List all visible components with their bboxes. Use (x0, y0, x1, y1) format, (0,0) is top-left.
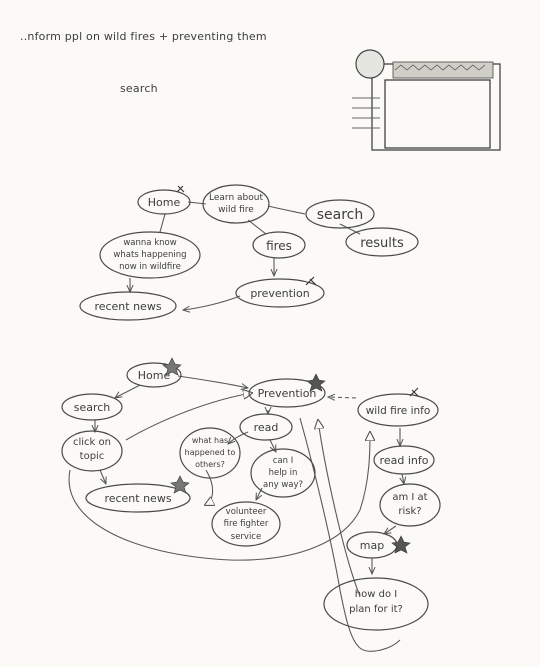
edge-click-prevention (125, 393, 252, 441)
node-plan-for-it: how do I plan for it? (323, 577, 429, 631)
edge-home-prevention (177, 375, 248, 388)
bottom-flow-diagram: Home search click on topic recent news P… (61, 357, 441, 652)
node-results-top-label: results (360, 236, 404, 251)
star-icon (162, 357, 182, 376)
star-icon (391, 535, 411, 554)
node-volunteer-line-2: fire fighter (224, 519, 269, 529)
node-risk-line-2: risk? (398, 506, 421, 517)
node-map: map (346, 531, 411, 559)
node-help-line-3: any way? (263, 480, 303, 490)
node-prevention-top-label: prevention (250, 287, 309, 300)
node-home-bottom: Home (126, 357, 182, 388)
node-search-bottom: search (61, 393, 123, 421)
node-wanna-line-2: whats happening (113, 250, 186, 260)
node-read-info: read info (373, 445, 435, 475)
edge-home-wanna (159, 213, 166, 233)
edge-plan-to-prevention (318, 420, 361, 597)
project-note: ..nform ppl on wild fires + preventing t… (20, 30, 267, 43)
node-search-top-label: search (317, 207, 364, 223)
node-what-happened: what has happened to others? (179, 427, 241, 479)
node-read-bottom: read (239, 413, 293, 441)
node-wildfire-info: wild fire info (357, 387, 439, 427)
node-prevention-top: prevention (235, 276, 325, 308)
edge-learn-fires (247, 219, 267, 235)
node-wanna-line-3: now in wildfire (119, 262, 181, 272)
node-what-line-2: happened to (185, 448, 236, 457)
node-click-line-1: click on (73, 437, 111, 448)
edge-loop-to-wildfire-info (68, 432, 370, 561)
node-wanna-know: wanna know whats happening now in wildfi… (99, 231, 201, 279)
edge-wildfire-prevention (328, 397, 357, 398)
node-what-line-1: what has (192, 436, 228, 445)
device-thumbnail-sketch (352, 49, 501, 151)
node-volunteer: volunteer fire fighter service (211, 501, 281, 547)
node-recent-news-top-label: recent news (94, 300, 161, 313)
node-recent-news-top: recent news (79, 291, 177, 321)
edge-loop-prevention-plan (299, 417, 401, 652)
node-home-bottom-label: Home (138, 369, 171, 382)
node-map-label: map (360, 539, 384, 552)
edge-read-what (228, 431, 249, 444)
node-read-info-label: read info (380, 454, 429, 467)
node-volunteer-line-3: service (231, 532, 261, 542)
edge-readinfo-risk (402, 473, 404, 484)
node-search-top: search (305, 199, 375, 229)
node-risk-line-1: am I at (392, 492, 427, 503)
node-learn-about-wildfire: Learn about wild fire (202, 184, 270, 224)
node-read-bottom-label: read (254, 421, 279, 434)
node-search-bottom-label: search (74, 401, 111, 414)
node-learn-line-2: wild fire (218, 205, 254, 215)
node-prevention-bottom-label: Prevention (258, 387, 317, 400)
node-recent-news-bottom-label: recent news (104, 492, 171, 505)
edge-what-recent (205, 469, 213, 505)
node-plan-line-2: plan for it? (349, 604, 403, 615)
node-results-top: results (345, 227, 419, 257)
star-mark-icon (176, 185, 185, 193)
node-wildfire-info-label: wild fire info (366, 405, 431, 417)
edge-learn-search (267, 205, 306, 215)
edge-click-recent (99, 469, 106, 484)
node-help-line-1: can I (273, 456, 293, 466)
node-help-line-2: help in (269, 468, 298, 478)
node-click-on-topic: click on topic (61, 430, 123, 472)
node-home-top-label: Home (148, 196, 181, 209)
node-volunteer-line-1: volunteer (226, 507, 267, 517)
star-icon (170, 475, 190, 494)
node-recent-news-bottom: recent news (85, 475, 191, 513)
check-mark-icon (409, 387, 419, 397)
node-home-top: Home (137, 185, 191, 215)
top-flow-diagram: Home Learn about wild fire search result… (79, 184, 419, 321)
node-click-line-2: topic (80, 451, 105, 462)
node-fires-top: fires (252, 231, 306, 259)
node-plan-line-1: how do I (355, 589, 397, 600)
node-learn-line-1: Learn about (209, 193, 263, 203)
star-icon (306, 373, 326, 392)
edge-prevention-recent (183, 295, 241, 310)
search-label: search (120, 82, 158, 95)
edge-home-search (115, 384, 141, 398)
node-prevention-bottom: Prevention (248, 373, 326, 408)
node-can-i-help: can I help in any way? (250, 448, 316, 498)
node-am-i-at-risk: am I at risk? (379, 483, 441, 527)
edge-risk-map (384, 525, 397, 534)
node-fires-top-label: fires (266, 239, 292, 253)
node-what-line-3: others? (195, 460, 225, 469)
check-mark-icon (305, 276, 317, 286)
node-wanna-line-1: wanna know (123, 238, 176, 248)
